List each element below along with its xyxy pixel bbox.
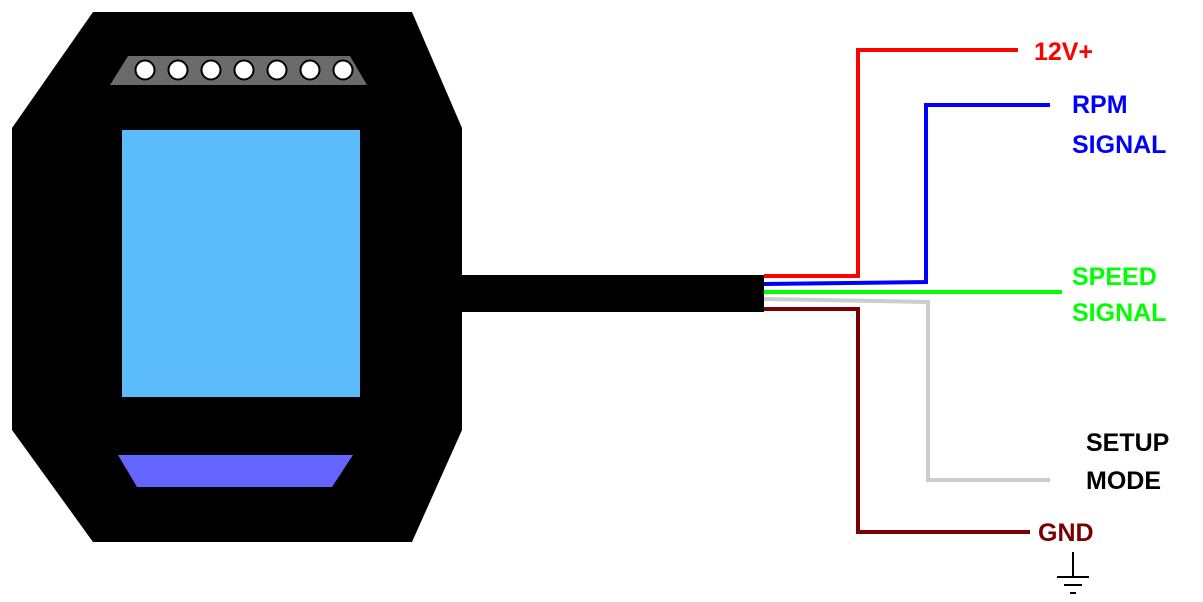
connector-pin [332,59,354,81]
label-gnd: GND [1038,519,1094,547]
display-device [12,12,462,542]
wire-12v [764,48,1018,278]
connector-pin [200,59,222,81]
label-rpm-signal: RPM SIGNAL [1072,91,1166,159]
label-speed-signal: SPEED SIGNAL [1072,263,1166,327]
wire-setup [763,297,1050,482]
wire-rpm [763,103,1050,286]
connector-pin [167,59,189,81]
indicator-bar [118,455,353,487]
wire-gnd [764,307,1030,534]
label-12v: 12V+ [1034,38,1093,66]
connector-pin [299,59,321,81]
connector-pin [134,59,156,81]
ground-icon [1057,552,1089,594]
display-screen [122,130,360,397]
wires [763,48,1062,534]
label-setup-mode: SETUP MODE [1086,429,1176,495]
connector-pin [233,59,255,81]
connector-pins [134,59,354,81]
cable [462,275,764,312]
connector-pin [266,59,288,81]
